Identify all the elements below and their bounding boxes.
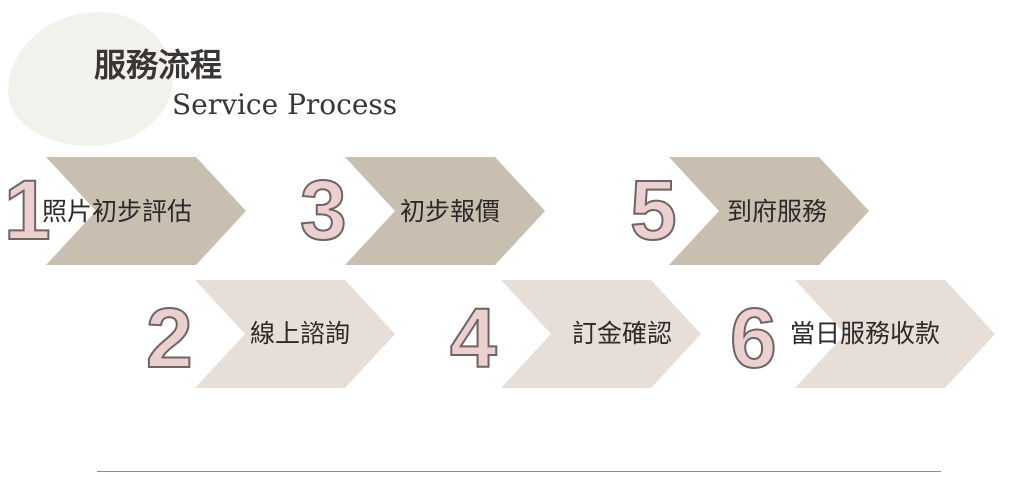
step-5-number: 5 [629, 163, 678, 257]
step-1-number: 1 [3, 163, 52, 257]
decorative-blob [8, 12, 173, 146]
page-title: 服務流程 [94, 46, 223, 84]
step-6-label: 當日服務收款 [790, 319, 941, 348]
step-5-label: 到府服務 [727, 197, 828, 226]
step-3-number: 3 [299, 163, 348, 257]
page-subtitle: Service Process [172, 88, 398, 121]
step-1-label: 照片初步評估 [42, 197, 193, 226]
step-2-label: 線上諮詢 [250, 319, 351, 348]
step-4-number: 4 [449, 291, 498, 385]
step-6-number: 6 [729, 291, 778, 385]
divider-line [97, 471, 941, 472]
step-3-label: 初步報價 [400, 197, 501, 226]
step-4-label: 訂金確認 [572, 319, 673, 348]
step-2-number: 2 [145, 291, 194, 385]
